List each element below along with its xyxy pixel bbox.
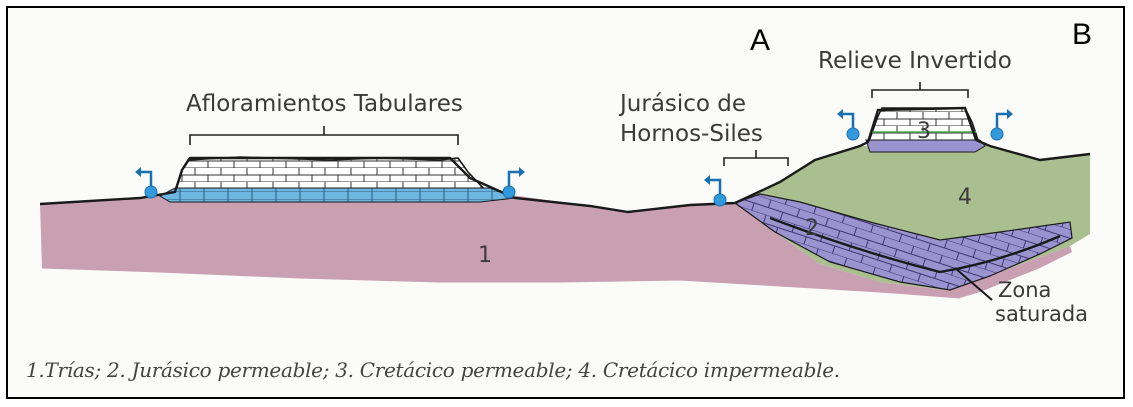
relieve-label: Relieve Invertido (818, 48, 1012, 74)
zona-pointer (954, 267, 993, 301)
surface-profile (39, 106, 1091, 214)
trias-layer (40, 190, 1072, 298)
zona-label-line1: Zona (998, 278, 1051, 302)
mesa-aquifer (158, 187, 516, 203)
unit-2-label: 2 (805, 216, 819, 241)
jurasico-label-line2: Hornos-Siles (620, 121, 763, 147)
inverted-relief-aquifer (865, 139, 986, 153)
spring-icon (704, 175, 727, 207)
unit-4-label: 4 (958, 185, 972, 210)
saturated-zone-line (769, 216, 1061, 274)
afloramientos-bracket (189, 126, 459, 145)
legend-caption: 1.Trías; 2. Jurásico permeable; 3. Cretá… (26, 358, 840, 382)
unit-1-label: 1 (478, 243, 492, 268)
point-b-label: B (1072, 18, 1092, 51)
relieve-bracket (871, 82, 969, 98)
spring-icon (135, 167, 158, 199)
jurasico-permeable-layer (733, 193, 1073, 291)
unit-3-label: 3 (917, 119, 931, 144)
trias-base (41, 267, 961, 299)
zona-label-line2: saturada (995, 302, 1088, 326)
spring-icon (837, 109, 860, 141)
spring-icon (990, 109, 1013, 141)
point-a-label: A (750, 24, 770, 57)
jurasico-label-line1: Jurásico de (618, 91, 746, 117)
jurasico-bracket (723, 150, 789, 166)
spring-icon (502, 167, 525, 199)
afloramientos-label: Afloramientos Tabulares (186, 91, 463, 117)
